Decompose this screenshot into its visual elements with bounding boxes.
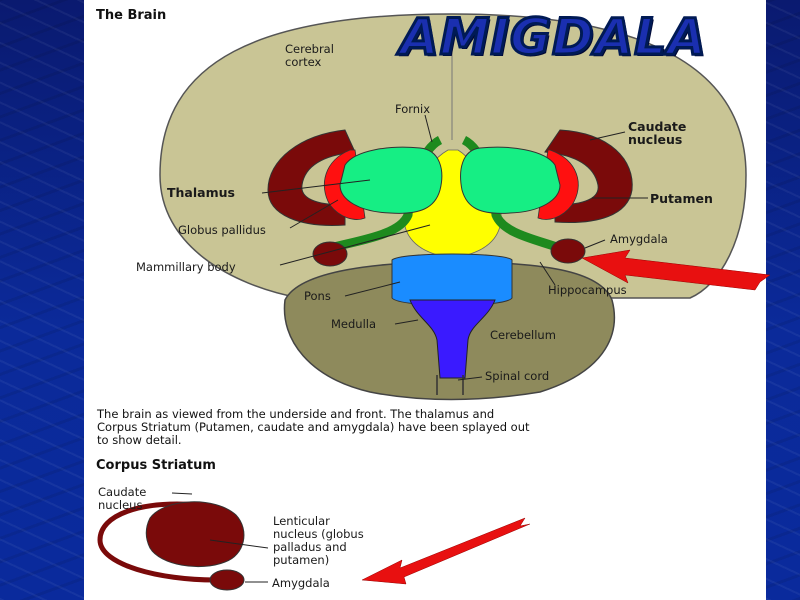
figure-caption: The brain as viewed from the underside a… (97, 407, 530, 447)
label-pons: Pons (304, 289, 331, 303)
label-thalamus: Thalamus (167, 185, 235, 200)
label-globus-pallidus: Globus pallidus (178, 223, 266, 237)
pointer-arrow-bottom (361, 517, 531, 585)
pointer-arrow-top (581, 249, 771, 291)
slide-title: AMIGDALA (399, 7, 708, 68)
label-amygdala-top: Amygdala (610, 232, 668, 246)
label-fornix: Fornix (395, 102, 431, 116)
left-thalamus-shape (339, 146, 443, 214)
pons-shape (391, 253, 513, 306)
left-caudate-shape (267, 129, 356, 226)
label-caudate-nucleus: Caudate nucleus (628, 119, 687, 147)
left-amygdala-shape (312, 241, 348, 267)
corpus-striatum-heading: Corpus Striatum (96, 458, 216, 473)
label-mammillary-body: Mammillary body (136, 260, 236, 274)
label-amygdala-bottom: Amygdala (272, 576, 330, 590)
label-hippocampus: Hippocampus (548, 283, 627, 297)
right-thalamus-shape (460, 146, 561, 214)
label-medulla: Medulla (331, 317, 377, 331)
medulla-shape (409, 299, 496, 379)
label-cerebellum: Cerebellum (490, 328, 556, 342)
label-lenticular-nucleus: Lenticular nucleus (globus palladus and … (273, 514, 364, 567)
label-caudate-nucleus-bottom: Caudate nucleus (98, 485, 147, 512)
lenticular-nucleus-shape (145, 501, 245, 568)
label-spinal-cord: Spinal cord (485, 369, 550, 383)
right-caudate-shape (544, 129, 633, 223)
brain-heading: The Brain (96, 8, 167, 23)
label-putamen: Putamen (650, 191, 713, 206)
corpus-striatum-outline (97, 501, 216, 583)
label-cerebral-cortex: Cerebral cortex (285, 42, 334, 69)
bottom-amygdala-shape (209, 569, 245, 591)
right-amygdala-shape (550, 238, 586, 264)
